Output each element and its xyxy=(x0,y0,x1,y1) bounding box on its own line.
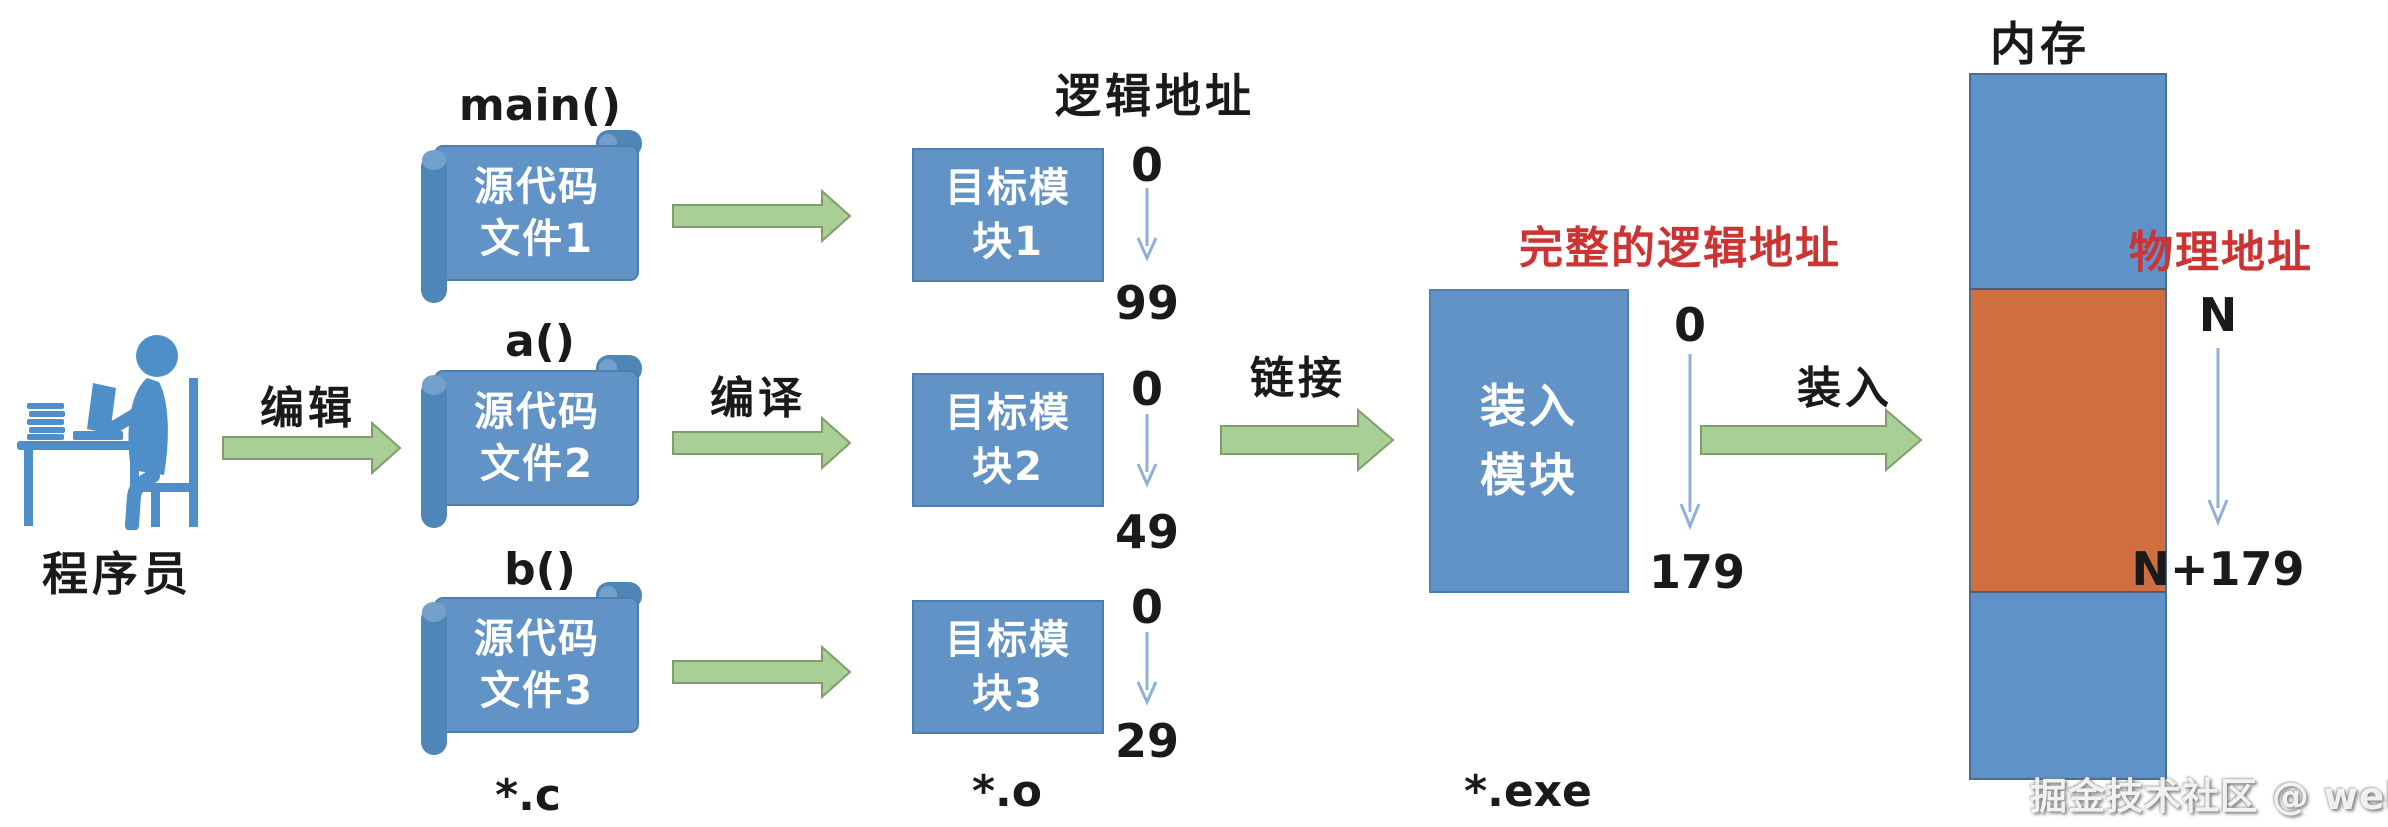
memory-range-arrow-icon xyxy=(2207,348,2229,526)
edit-arrow-label: 编辑 xyxy=(260,383,356,434)
source-file-1-text: 源代码 文件1 xyxy=(474,164,600,262)
load-module-addr-start: 0 xyxy=(1673,298,1706,352)
edit-arrow-icon xyxy=(222,420,402,476)
logical-address-title: 逻辑地址 xyxy=(1055,69,1255,123)
module-1-range-arrow-icon xyxy=(1136,188,1158,262)
source-file-1-fn-label: main() xyxy=(458,80,622,131)
physical-address-title: 物理地址 xyxy=(2129,227,2313,278)
memory-addr-start: N xyxy=(2198,288,2238,342)
link-arrow-icon xyxy=(1220,407,1395,473)
load-module-addr-end: 179 xyxy=(1648,545,1746,599)
source-file-1-scroll: 源代码 文件1 xyxy=(420,130,654,305)
source-ext-label: *.c xyxy=(495,770,561,821)
load-module-box: 装入 模块 xyxy=(1429,289,1629,593)
watermark: 掘金技术社区 @ web小张 xyxy=(2030,775,2388,818)
load-module-ext-label: *.exe xyxy=(1464,766,1592,817)
programmer-label: 程序员 xyxy=(42,547,192,601)
source-file-2-fn-label: a() xyxy=(505,316,575,367)
object-module-3-box: 目标模 块3 xyxy=(912,600,1104,734)
compile-arrow-3-icon xyxy=(672,644,852,700)
memory-column xyxy=(1969,73,2167,780)
module-1-addr-end: 99 xyxy=(1114,276,1179,330)
source-file-3-text: 源代码 文件3 xyxy=(474,616,600,714)
module-3-addr-end: 29 xyxy=(1114,714,1179,768)
source-file-3-scroll: 源代码 文件3 xyxy=(420,582,654,757)
link-arrow-label: 链接 xyxy=(1250,353,1346,404)
compile-arrow-2-icon xyxy=(672,415,852,471)
module-2-addr-start: 0 xyxy=(1130,362,1163,416)
module-1-addr-start: 0 xyxy=(1130,138,1163,192)
memory-addr-end: N+179 xyxy=(2131,542,2305,596)
object-module-1-box: 目标模 块1 xyxy=(912,148,1104,282)
memory-free-top-block xyxy=(1971,75,2165,288)
memory-free-bottom-block xyxy=(1971,593,2165,778)
complete-logical-address-title: 完整的逻辑地址 xyxy=(1519,223,1841,274)
object-module-2-box: 目标模 块2 xyxy=(912,373,1104,507)
compile-arrow-label: 编译 xyxy=(710,373,806,424)
load-arrow-label: 装入 xyxy=(1797,363,1893,414)
source-file-2-scroll: 源代码 文件2 xyxy=(420,355,654,530)
load-module-range-arrow-icon xyxy=(1679,354,1701,530)
load-arrow-icon xyxy=(1700,407,1923,473)
module-2-range-arrow-icon xyxy=(1136,414,1158,488)
module-2-addr-end: 49 xyxy=(1114,505,1179,559)
programmer-icon xyxy=(17,335,198,530)
compile-arrow-1-icon xyxy=(672,188,852,244)
memory-loaded-block xyxy=(1971,288,2165,593)
source-file-3-fn-label: b() xyxy=(504,544,576,595)
module-3-addr-start: 0 xyxy=(1130,580,1163,634)
object-ext-label: *.o xyxy=(972,766,1042,817)
memory-title: 内存 xyxy=(1990,17,2090,71)
module-3-range-arrow-icon xyxy=(1136,632,1158,706)
source-file-2-text: 源代码 文件2 xyxy=(474,389,600,487)
